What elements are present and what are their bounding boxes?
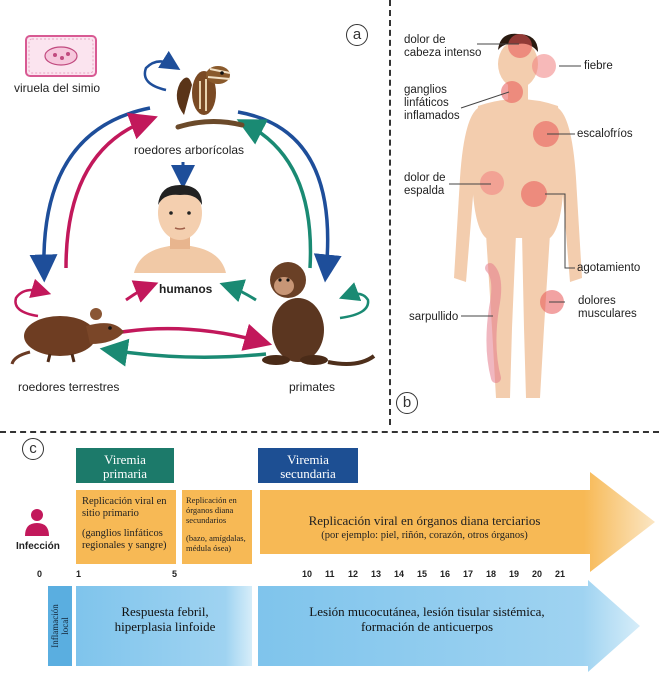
- box1-line3: (ganglios linfáticos: [82, 528, 163, 539]
- blue2-line1: Lesión mucocutánea, lesión tisular sisté…: [309, 604, 545, 619]
- box2-line4: (bazo, amígdalas,: [186, 533, 246, 543]
- ground-rodent-illustration: [10, 308, 124, 365]
- viremia-secondary-line1: Viremia: [287, 452, 329, 467]
- blue1-line2: hiperplasia linfoide: [114, 619, 216, 634]
- symptom-muscle-line1: dolores: [578, 295, 616, 307]
- viremia-secondary-line2: secundaria: [280, 466, 336, 481]
- symptom-lymph-line1: ganglios: [404, 84, 447, 96]
- viremia-primary-badge: Viremia primaria: [76, 448, 174, 483]
- box3-line2: (por ejemplo: piel, riñón, corazón, otro…: [321, 530, 528, 541]
- side-label-line1: Inflamación: [50, 604, 60, 648]
- box3-line1: Replicación viral en órganos diana terci…: [308, 513, 541, 528]
- ground-rodents-label: roedores terrestres: [18, 380, 120, 394]
- symptom-headache-line2: cabeza intenso: [404, 47, 482, 59]
- tick-18: 18: [486, 569, 497, 579]
- viremia-secondary-badge: Viremia secundaria: [258, 448, 358, 483]
- panel-a-letter: a: [346, 24, 368, 46]
- symptom-fever: fiebre: [584, 60, 613, 72]
- tick-12: 12: [348, 569, 359, 579]
- symptom-chills: escalofríos: [577, 128, 633, 140]
- tick-17: 17: [463, 569, 474, 579]
- viremia-primary-line2: primaria: [102, 466, 148, 481]
- symptom-lymph-line2: linfáticos: [404, 97, 449, 109]
- mucocutaneous-lesion-text: Lesión mucocutánea, lesión tisular sisté…: [262, 604, 592, 634]
- symptom-leader-lines: [449, 43, 581, 317]
- tick-20: 20: [532, 569, 543, 579]
- symptom-exhaustion: agotamiento: [577, 262, 641, 274]
- box2-line3: secundarios: [186, 515, 227, 525]
- transmission-cycle-arrows: [14, 50, 370, 367]
- tick-15: 15: [417, 569, 428, 579]
- blue-timeline-arrow: [48, 580, 640, 672]
- tick-21: 21: [555, 569, 566, 579]
- panel-divider-vertical: [389, 0, 391, 425]
- panel-b-letter: b: [396, 392, 418, 414]
- box2-line1: Replicación en: [186, 495, 237, 505]
- tick-1: 1: [76, 569, 82, 579]
- box2-line5: médula ósea): [186, 543, 232, 553]
- tick-5: 5: [172, 569, 178, 579]
- tick-14: 14: [394, 569, 405, 579]
- human-body-illustration: [454, 33, 582, 398]
- viremia-primary-line1: Viremia: [104, 452, 146, 467]
- box1-line2: sitio primario: [82, 508, 139, 519]
- box1-line1: Replicación viral en: [82, 496, 167, 507]
- person-icon: [25, 509, 49, 536]
- tick-0: 0: [37, 569, 43, 579]
- symptom-rash: sarpullido: [409, 311, 459, 323]
- blue1-line1: Respuesta febril,: [121, 604, 209, 619]
- orange-timeline-arrow: [260, 472, 655, 572]
- symptom-backpain-line2: espalda: [404, 185, 445, 197]
- febrile-response-text: Respuesta febril, hiperplasia linfoide: [78, 604, 252, 634]
- tertiary-replication-text: Replicación viral en órganos diana terci…: [262, 513, 587, 543]
- box2-line2: órganos diana: [186, 505, 234, 515]
- tick-13: 13: [371, 569, 382, 579]
- tick-10: 10: [302, 569, 313, 579]
- secondary-replication-box: Replicación en órganos diana secundarios…: [182, 490, 252, 564]
- side-label-line2: local: [60, 617, 70, 635]
- tick-11: 11: [325, 569, 335, 579]
- primates-label: primates: [289, 380, 336, 394]
- blue2-line2: formación de anticuerpos: [360, 619, 494, 634]
- primary-replication-box: Replicación viral en sitio primario (gan…: [76, 490, 176, 564]
- symptom-headache-line1: dolor de: [404, 34, 446, 46]
- tick-16: 16: [440, 569, 451, 579]
- panel-c-letter: c: [22, 438, 44, 460]
- human-illustration: [134, 185, 226, 273]
- infection-label: Infección: [16, 541, 60, 552]
- symptom-backpain-line1: dolor de: [404, 172, 446, 184]
- tick-19: 19: [509, 569, 520, 579]
- panel-divider-horizontal: [0, 431, 659, 433]
- symptom-lymph-line3: inflamados: [404, 110, 460, 122]
- virus-label: viruela del simio: [14, 81, 101, 95]
- symptom-muscle-line2: musculares: [578, 308, 637, 320]
- virus-icon: [25, 35, 97, 77]
- tree-rodent-illustration: [175, 66, 245, 130]
- primate-illustration: [262, 262, 376, 366]
- box1-line4: regionales y sangre): [82, 540, 167, 551]
- humans-label: humanos: [159, 282, 213, 296]
- tree-rodents-label: roedores arborícolas: [134, 143, 245, 157]
- local-inflammation-side-label: Inflamación local: [48, 586, 72, 666]
